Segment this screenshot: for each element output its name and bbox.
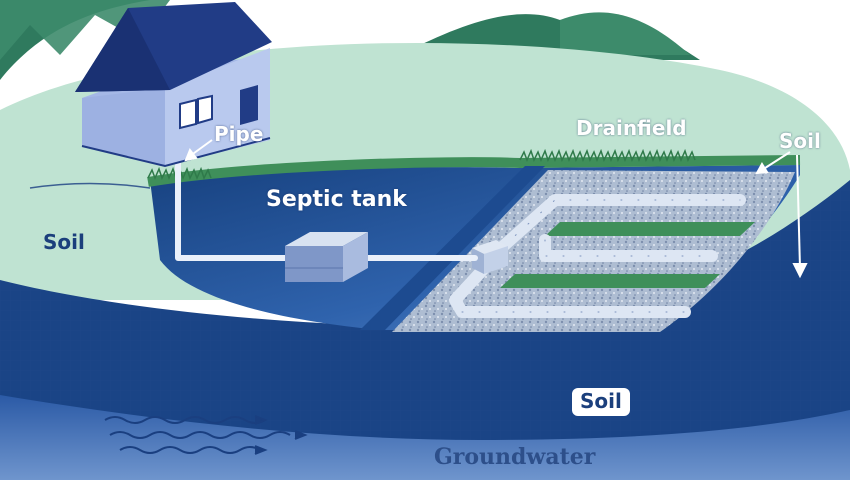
trench-wall (360, 166, 545, 330)
deep-soil-texture (0, 180, 850, 471)
label-arrows (184, 139, 808, 279)
drainfield-label: Drainfield (576, 116, 687, 140)
pipe-label: Pipe (214, 122, 264, 146)
main-pipe (175, 157, 478, 261)
drainfield-grass-strips (500, 222, 755, 288)
septic-tank-label: Septic tank (266, 187, 407, 212)
groundwater-layer (0, 395, 850, 480)
groundwater-flow-arrows (104, 415, 308, 455)
soil-label-left: Soil (43, 230, 85, 254)
distribution-box (472, 240, 508, 274)
soil-label-bottom: Soil (572, 388, 630, 416)
soil-label-right: Soil (779, 129, 821, 153)
groundwater-label: Groundwater (434, 444, 596, 470)
septic-tank (285, 232, 368, 282)
ground-line (29, 182, 151, 189)
drain-laterals (449, 194, 746, 318)
house (75, 2, 272, 168)
